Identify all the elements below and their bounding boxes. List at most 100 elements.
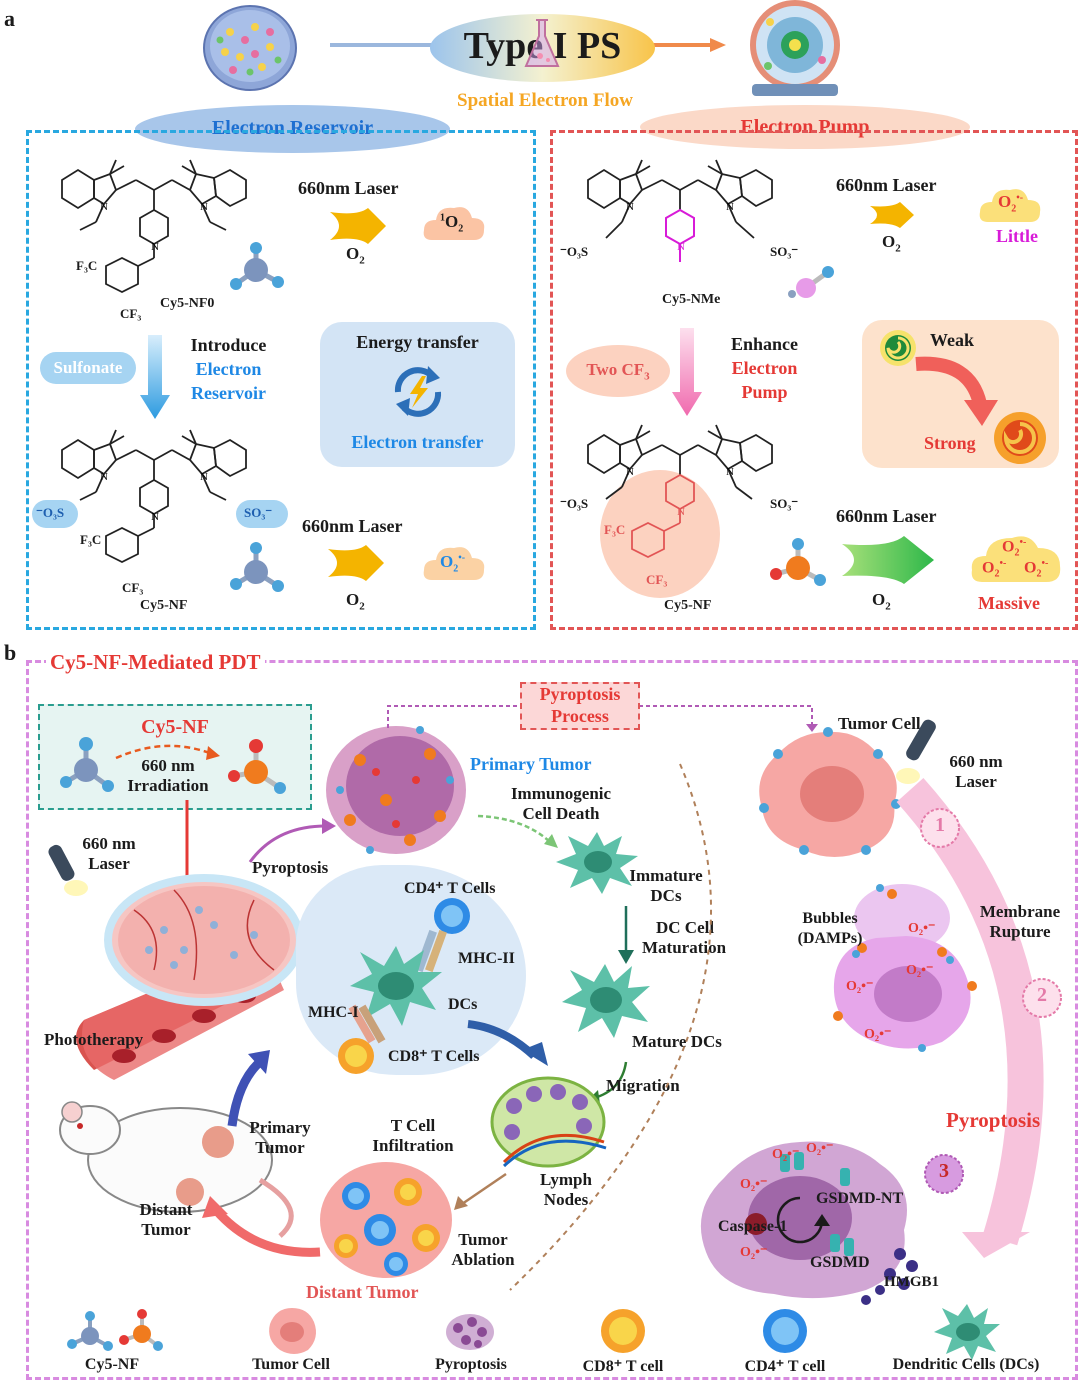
svg-text:N: N: [626, 466, 634, 478]
cf3-label: F₃C: [604, 522, 626, 537]
distant-return-arrow: [202, 1196, 321, 1257]
legend-cy5-nf-icon: [67, 1309, 163, 1351]
pump-header-ellipse: [640, 105, 970, 149]
weak-label: Weak: [930, 330, 975, 350]
svg-text:N: N: [151, 241, 159, 253]
primary-to-tissue-arrow: [227, 1050, 270, 1127]
massive-label: Massive: [978, 593, 1040, 613]
primary-tumor-illustration: [326, 726, 466, 854]
pyroptosis-process-label-2: Process: [551, 706, 609, 726]
cf3-label: CF₃: [646, 572, 668, 587]
laser-pen-icon: [896, 719, 936, 784]
electron-label: Electron: [195, 359, 262, 379]
legend-dendritic-cell-icon: [934, 1304, 1000, 1360]
laser-label: 660nm Laser: [836, 506, 937, 526]
o2-radical-label: O₂•⁻: [864, 1027, 892, 1042]
o2-label: O2: [346, 590, 365, 613]
svg-text:N: N: [726, 466, 734, 478]
cloud-icon: [423, 207, 485, 240]
tumor-ablation-label-1: Tumor: [458, 1230, 508, 1249]
mhc1-label: MHC-I: [308, 1004, 359, 1021]
o2-label: O2: [882, 232, 901, 255]
energy-transfer-label: Energy transfer: [356, 332, 479, 352]
irradiation-arrow: [115, 744, 220, 760]
legend-label: Tumor Cell: [252, 1356, 330, 1373]
molecule-model-icon: [230, 242, 284, 290]
icd-arrow: [477, 814, 558, 848]
lymph-node-icon: [490, 1076, 607, 1168]
laser-arrow-icon: [328, 545, 384, 581]
o2-radical-label: O₂•⁻: [908, 921, 936, 936]
mhc1-receptor-icon: [348, 1004, 386, 1044]
laser-arrow-icon: [842, 536, 934, 584]
step-2-badge: [1022, 978, 1062, 1018]
sulfonate-pill: [40, 352, 136, 384]
icd-label-2: Cell Death: [522, 804, 600, 823]
gsdmd-nt-label: GSDMD-NT: [816, 1190, 904, 1207]
maturation-arrow: [618, 906, 634, 964]
cloud-icon: [979, 189, 1041, 222]
svg-text:N: N: [200, 201, 208, 213]
to-lymph-arrow: [467, 1020, 548, 1066]
panel-a-label: a: [4, 6, 15, 31]
cy5-nme-structure: N N N: [587, 159, 773, 262]
cy5-nf-structure: N N N: [61, 429, 247, 564]
cy5-nf-excited-icon: [228, 739, 286, 794]
pump-label: Pump: [741, 382, 788, 402]
electron-transfer-label: Electron transfer: [351, 432, 484, 452]
distant-tumor-label: Distant Tumor: [306, 1282, 419, 1302]
step-3-badge: [924, 1154, 964, 1194]
svg-text:N: N: [726, 201, 734, 213]
inset-title: Cy5-NF: [141, 716, 209, 738]
little-label: Little: [996, 226, 1038, 246]
legend-cd8-t-cell-icon: [601, 1309, 645, 1353]
cloud-icon: [971, 536, 1061, 582]
irradiation-label-2: Irradiation: [127, 776, 209, 795]
laser-arrow-icon: [870, 202, 914, 228]
distant-tumor-mouse-label-2: Tumor: [141, 1220, 191, 1239]
transfer-cycle-icon: [394, 366, 442, 417]
distant-tumor-illustration: [320, 1162, 452, 1278]
panel-b-label: b: [4, 640, 17, 665]
sulfonate-label: Sulfonate: [53, 358, 123, 377]
mature-dc-icon: [562, 964, 650, 1038]
primary-tumor-mouse-label-1: Primary: [249, 1118, 311, 1137]
migration-label: Migration: [606, 1076, 680, 1095]
subtitle: Spatial Electron Flow: [457, 90, 633, 111]
superoxide-label: O2•-: [1024, 558, 1049, 580]
molecule-model-icon: [230, 542, 284, 592]
legend-cd4-t-cell-icon: [763, 1309, 807, 1353]
primary-tumor-mouse-label-2: Tumor: [255, 1138, 305, 1157]
reservoir-header: Electron Reservoir: [211, 117, 374, 139]
so3-left-label: ⁻O₃S: [560, 496, 589, 511]
two-cf3-cloud: [566, 345, 670, 397]
legend-pyroptosis-icon: [446, 1314, 494, 1350]
gsdmd-label: GSDMD: [810, 1254, 870, 1271]
lymph-nodes-label-2: Nodes: [543, 1190, 589, 1209]
o2-label: O2: [346, 244, 365, 267]
so3-right-label: SO₃⁻: [770, 496, 799, 511]
pyroptosis-big-label: Pyroptosis: [946, 1108, 1041, 1132]
cd8-t-cell-icon: [338, 1038, 374, 1074]
pyroptosis-arrow: [248, 818, 336, 863]
superoxide-label: O2•-: [998, 192, 1024, 215]
step-1-label: 1: [935, 814, 945, 836]
bubbles-label-2: (DAMPs): [797, 930, 863, 947]
step-2-label: 2: [1037, 984, 1047, 1006]
reservoir-label: Reservoir: [191, 383, 266, 403]
lymph-nodes-label-1: Lymph: [540, 1170, 592, 1189]
t-cell-infiltration-label-2: Infiltration: [372, 1136, 454, 1155]
molecule-name: Cy5-NF0: [160, 296, 215, 311]
dc-maturation-label-2: Maturation: [642, 938, 727, 957]
t-cell-infiltration-label-1: T Cell: [390, 1116, 436, 1135]
step-3-label: 3: [939, 1160, 949, 1182]
svg-text:N: N: [151, 511, 159, 523]
molecule-name: Cy5-NF: [664, 598, 712, 613]
laser-right-label-1: 660 nm: [949, 752, 1003, 771]
immature-dcs-label-1: Immature: [629, 866, 703, 885]
cf3-label: F₃C: [80, 532, 102, 547]
svg-text:N: N: [100, 471, 108, 483]
cy5-nf-structure: N N N: [587, 424, 773, 559]
cy5-nf-ground-icon: [60, 737, 114, 792]
benzyl-highlight: [600, 470, 720, 598]
